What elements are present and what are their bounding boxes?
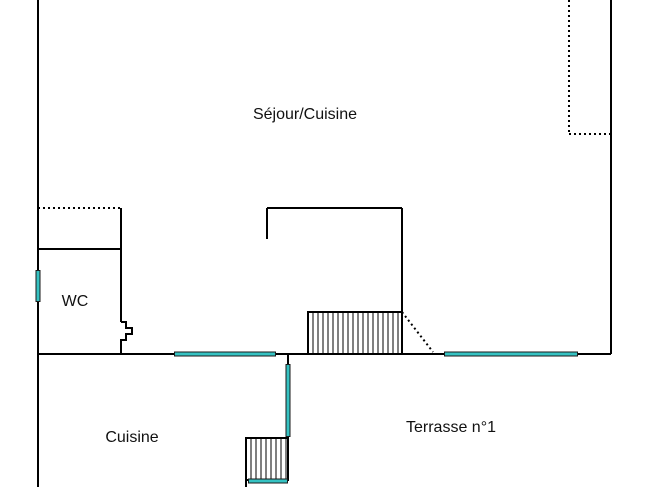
dotted-alcove bbox=[568, 0, 611, 135]
room-label-sejour: Séjour/Cuisine bbox=[253, 106, 357, 123]
outer-walls bbox=[37, 0, 612, 487]
room-label-cuisine: Cuisine bbox=[105, 429, 158, 446]
room-label-wc: WC bbox=[62, 293, 89, 310]
room-label-terrasse: Terrasse n°1 bbox=[406, 419, 496, 436]
staircase-upper bbox=[307, 311, 434, 355]
lower-partition bbox=[245, 354, 289, 487]
wc-walls bbox=[38, 207, 133, 354]
central-partition bbox=[266, 207, 403, 354]
windows bbox=[35, 270, 578, 484]
